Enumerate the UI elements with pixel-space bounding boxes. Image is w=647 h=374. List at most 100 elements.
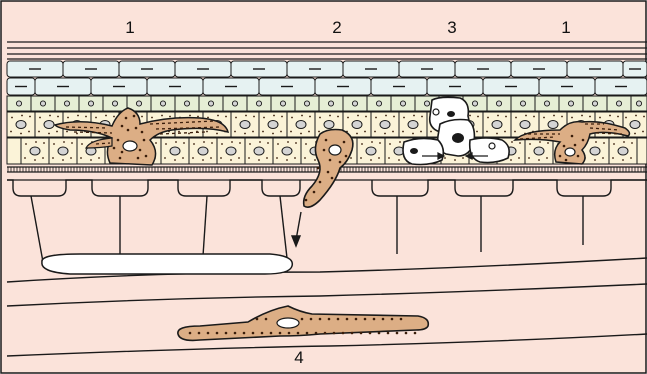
keratin-dot (476, 131, 478, 133)
melanin-granule (297, 332, 300, 335)
keratin-dot (230, 159, 232, 161)
melanin-granule (125, 117, 128, 120)
melanin-granule (319, 318, 322, 321)
melanin-granule (288, 332, 291, 335)
basal-nucleus (226, 147, 236, 155)
keratin-dot (188, 133, 190, 135)
keratin-dot (388, 157, 390, 159)
granular-nucleus (424, 101, 429, 106)
melanin-granule (324, 332, 327, 335)
keratin-dot (594, 159, 596, 161)
keratin-dot (617, 116, 619, 118)
keratin-dot (444, 157, 446, 159)
keratin-dot (70, 157, 72, 159)
keratin-dot (529, 143, 531, 145)
keratin-dot (403, 117, 405, 119)
keratin-dot (518, 157, 520, 159)
melanin-granule (351, 332, 354, 335)
melanin-granule (337, 318, 340, 321)
melanin-granule (323, 149, 326, 152)
melanin-granule (313, 191, 316, 194)
keratin-dot (175, 141, 177, 143)
keratin-dot (28, 131, 30, 133)
keratin-dot (105, 115, 107, 117)
keratin-dot (487, 117, 489, 119)
melanin-granule (574, 144, 577, 147)
melanin-granule (261, 332, 264, 335)
keratin-dot (290, 131, 292, 133)
keratin-dot (286, 159, 288, 161)
melanin-granule (382, 318, 385, 321)
melanin-granule (256, 318, 259, 321)
keratin-dot (375, 117, 377, 119)
melanin-granule (342, 332, 345, 335)
keratin-dot (38, 131, 40, 133)
keratin-dot (53, 143, 55, 145)
melanin-granule (355, 318, 358, 321)
melanin-granule (563, 145, 566, 148)
keratin-dot (20, 133, 22, 135)
keratin-dot (291, 117, 293, 119)
melanin-granule (127, 129, 130, 132)
melanin-granule (400, 318, 403, 321)
keratin-dot (262, 131, 264, 133)
keratin-dot (259, 141, 261, 143)
keratin-dot (71, 142, 73, 144)
keratin-dot (77, 115, 79, 117)
keratin-dot (389, 143, 391, 145)
keratin-dot (350, 157, 352, 159)
basal-nucleus (324, 121, 334, 129)
basal-nucleus (352, 121, 362, 129)
melanin-granule (121, 125, 124, 128)
keratin-dot (151, 117, 153, 119)
melanin-granule (405, 332, 408, 335)
keratin-dot (95, 117, 97, 119)
keratin-dot (11, 117, 13, 119)
keratin-dot (421, 116, 423, 118)
keratin-dot (595, 141, 597, 143)
keratin-dot (253, 116, 255, 118)
keratin-dot (314, 159, 316, 161)
melanin-granule (317, 167, 320, 170)
keratin-dot (280, 131, 282, 133)
keratin-dot (295, 142, 297, 144)
keratin-dot (385, 115, 387, 117)
keratin-dot (210, 157, 212, 159)
keratin-dot (164, 157, 166, 159)
keratin-dot (90, 159, 92, 161)
keratin-dot (220, 157, 222, 159)
keratin-dot (318, 131, 320, 133)
basal-nucleus (16, 121, 26, 129)
keratin-dot (384, 133, 386, 135)
melanin-granule (369, 332, 372, 335)
basal-nucleus (520, 121, 530, 129)
melanin-granule (582, 139, 585, 142)
granular-nucleus (256, 101, 261, 106)
keratin-dot (553, 115, 555, 117)
granular-nucleus (184, 101, 189, 106)
granular-nucleus (352, 101, 357, 106)
basal-nucleus (268, 121, 278, 129)
melanin-granule (243, 332, 246, 335)
keratin-dot (378, 157, 380, 159)
keratin-dot (360, 157, 362, 159)
melanin-granule (145, 155, 148, 158)
keratin-dot (477, 116, 479, 118)
keratin-dot (630, 157, 632, 159)
basal-cell (637, 138, 647, 164)
melanin-granule (360, 332, 363, 335)
keratin-dot (169, 116, 171, 118)
keratin-dot (412, 133, 414, 135)
melanin-granule (216, 332, 219, 335)
basal-nucleus (380, 121, 390, 129)
melanin-granule (577, 155, 580, 158)
label-1-right: 1 (561, 18, 570, 37)
keratin-dot (462, 157, 464, 159)
keratin-dot (267, 142, 269, 144)
basal-nucleus (534, 147, 544, 155)
melanin-granule (141, 131, 144, 134)
basal-cell (7, 138, 21, 164)
keratin-dot (294, 157, 296, 159)
keratin-dot (42, 157, 44, 159)
